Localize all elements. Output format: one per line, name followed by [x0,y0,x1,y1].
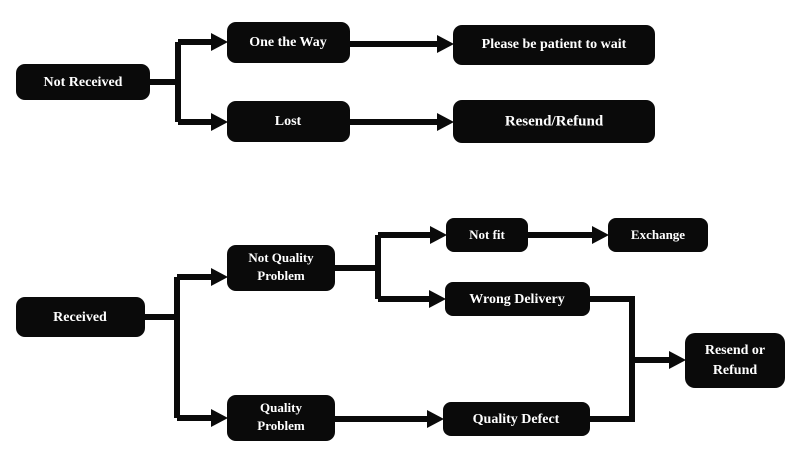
node-quality-problem-box [227,395,335,441]
node-not-quality-problem-label-line1: Not Quality [248,250,314,265]
node-not-quality-problem-label-line2: Problem [257,268,305,283]
edge-one-the-way-to-please-wait [350,35,454,53]
node-quality-problem-label-line1: Quality [260,400,302,415]
node-quality-defect[interactable]: Quality Defect [443,402,590,436]
node-please-wait-label: Please be patient to wait [482,37,627,52]
node-wrong-delivery[interactable]: Wrong Delivery [445,282,590,316]
node-lost-label: Lost [275,114,302,129]
node-lost[interactable]: Lost [227,101,350,142]
node-please-be-patient-to-wait[interactable]: Please be patient to wait [453,25,655,65]
node-received[interactable]: Received [16,297,145,337]
edge-not-quality-to-split [335,235,381,299]
node-not-received-label: Not Received [44,75,123,90]
node-resend-refund[interactable]: Resend/Refund [453,100,655,143]
node-resend-or-refund-label-line1: Resend or [705,343,765,358]
node-quality-problem-label-line2: Problem [257,418,305,433]
node-wrong-delivery-label: Wrong Delivery [469,292,565,307]
node-one-the-way[interactable]: One the Way [227,22,350,63]
node-exchange-label: Exchange [631,227,685,242]
node-resend-or-refund-box [685,333,785,388]
edge-quality-problem-to-quality-defect [335,410,444,428]
node-resend-refund-label: Resend/Refund [505,113,604,129]
node-quality-defect-box [443,402,590,436]
node-not-received[interactable]: Not Received [16,64,150,100]
node-not-quality-problem-box [227,245,335,291]
node-resend-or-refund-label-line2: Refund [713,363,758,378]
edge-split-to-lost [178,113,228,131]
edge-received-to-split [145,277,180,418]
node-resend-or-refund[interactable]: Resend or Refund [685,333,785,388]
node-not-fit[interactable]: Not fit [446,218,528,252]
node-quality-problem[interactable]: Quality Problem [227,395,335,441]
edge-split-to-not-fit [378,226,447,244]
node-quality-defect-label: Quality Defect [473,412,560,427]
node-received-box [16,297,145,337]
node-resend-refund-box [453,100,655,143]
edge-split-to-quality-problem [177,409,228,427]
edge-not-received-to-split [150,42,181,122]
edge-not-fit-to-exchange [528,226,609,244]
edge-split-to-not-quality-problem [177,268,228,286]
node-not-fit-box [446,218,528,252]
node-exchange-box [608,218,708,252]
node-please-wait-box [453,25,655,65]
edge-lost-to-resend-refund [350,113,454,131]
edge-merge-to-resend-or-refund [590,296,686,422]
node-wrong-delivery-box [445,282,590,316]
node-exchange[interactable]: Exchange [608,218,708,252]
node-lost-box [227,101,350,142]
edge-split-to-one-the-way [178,33,228,51]
edge-split-to-wrong-delivery [378,290,446,308]
node-not-received-box [16,64,150,100]
node-one-the-way-box [227,22,350,63]
node-received-label: Received [53,310,107,325]
node-not-fit-label: Not fit [469,227,505,242]
node-not-quality-problem[interactable]: Not Quality Problem [227,245,335,291]
node-one-the-way-label: One the Way [249,35,327,50]
